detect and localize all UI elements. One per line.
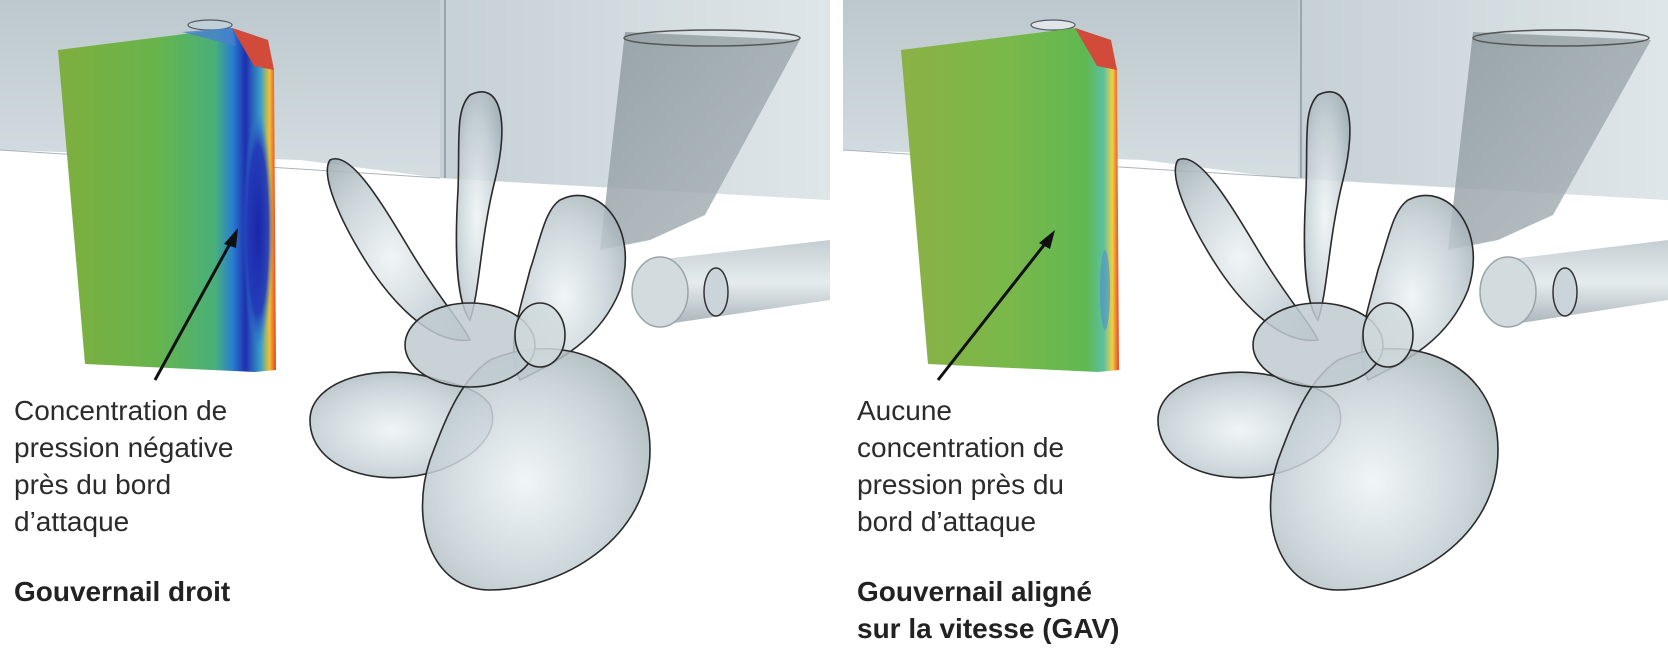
propeller-shaft [655, 240, 830, 325]
propeller-shaft [1503, 240, 1668, 325]
panel-speed-aligned-rudder: Aucune concentration de pression près du… [843, 0, 1668, 655]
panel-title: Gouvernail aligné sur la vitesse (GAV) [857, 576, 1120, 644]
rudder-speed-aligned [901, 19, 1119, 372]
cfd-render-straight-rudder [0, 0, 830, 591]
annotation-arrow [936, 239, 1050, 381]
propeller [309, 91, 651, 591]
rudder-straight [58, 19, 276, 372]
annotation-text: Concentration de pression négative près … [14, 395, 234, 537]
shaft-strut [600, 32, 800, 250]
panel-title: Gouvernail droit [14, 576, 231, 607]
propeller [1157, 91, 1499, 591]
shaft-strut [1448, 32, 1651, 250]
panel-straight-rudder: Concentration de pression négative près … [0, 0, 830, 655]
annotation-text: Aucune concentration de pression près du… [857, 395, 1065, 537]
annotation-arrow [153, 239, 234, 381]
cfd-render-speed-aligned-rudder [843, 0, 1668, 591]
